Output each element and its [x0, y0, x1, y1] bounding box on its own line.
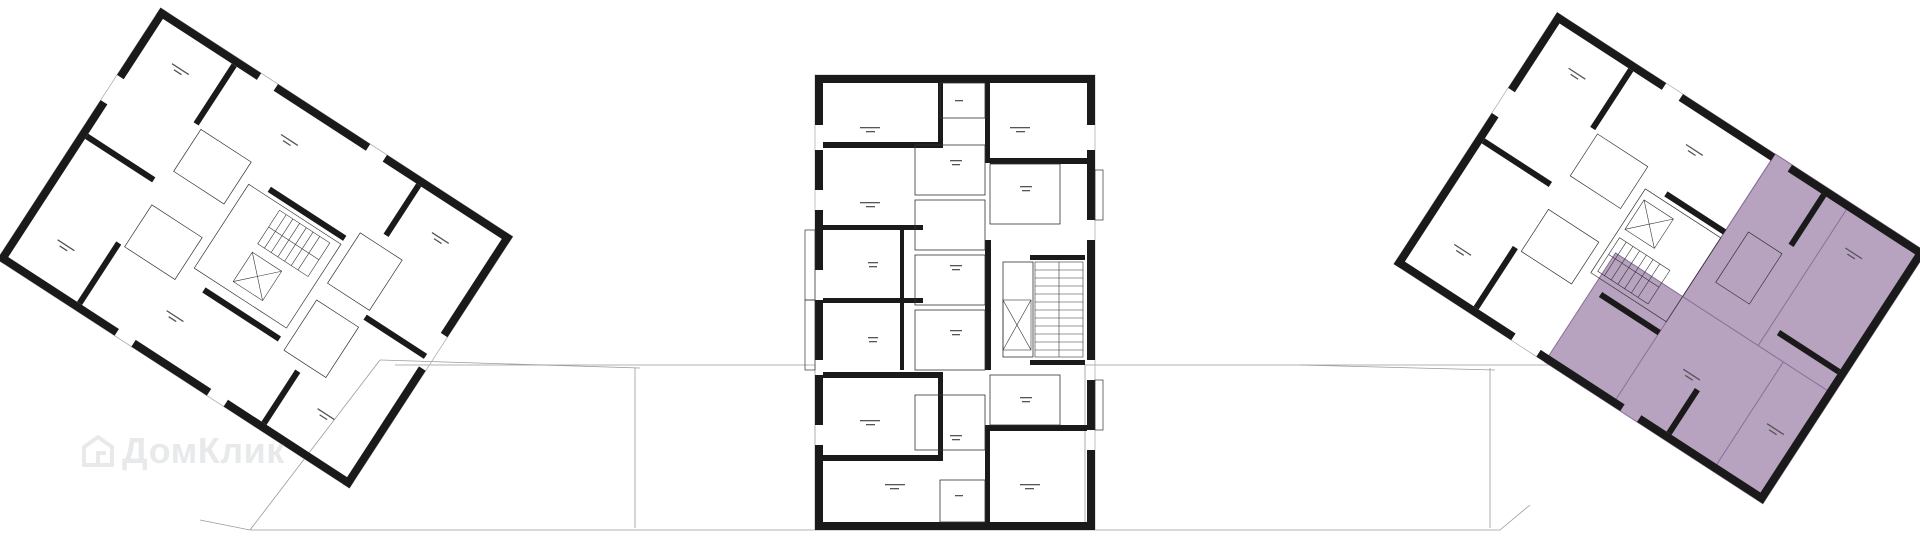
center-section: [804, 74, 1104, 531]
stair-icon: [1597, 237, 1671, 305]
elevator-icon: [232, 251, 283, 302]
domclick-watermark: ДомКлик: [78, 430, 285, 472]
stair-icon: [1034, 261, 1084, 358]
domclick-logo-icon: [82, 435, 114, 467]
highlighted-apartment[interactable]: [1544, 110, 1920, 505]
elevator-icon: [1002, 299, 1032, 351]
right-section: [1393, 11, 1920, 505]
left-section: [0, 7, 514, 489]
stair-icon: [257, 209, 331, 277]
elevator-icon: [1624, 199, 1674, 249]
watermark-brand-text: ДомКлик: [122, 430, 285, 471]
